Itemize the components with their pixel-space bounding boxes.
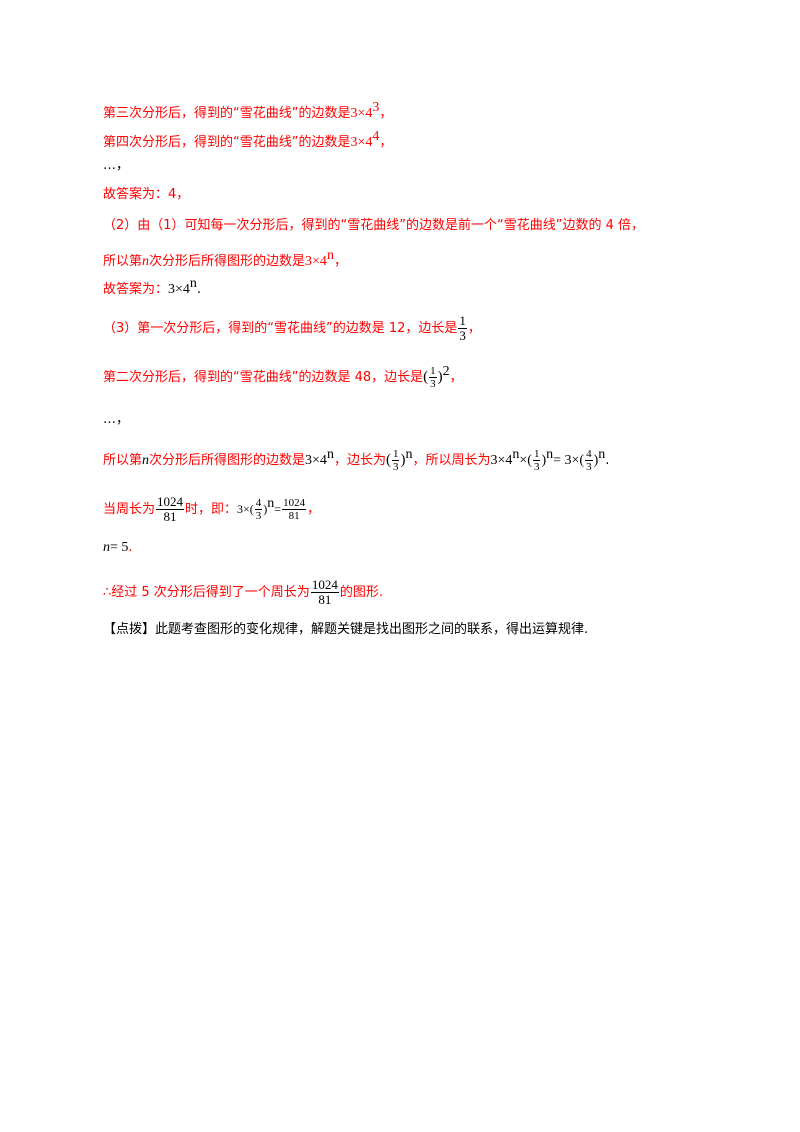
line-third-fractal: 第三次分形后，得到的“雪花曲线”的边数是3×43，	[103, 100, 393, 121]
line-ellipsis-2: …，	[103, 412, 130, 427]
line-ellipsis-1: …，	[103, 158, 130, 173]
line-answer-1: 故答案为：4，	[103, 187, 190, 202]
line-tip: 【点拨】此题考查图形的变化规律，解题关键是找出图形之间的联系，得出运算规律.	[103, 622, 589, 637]
line-nth-edges: 所以第n次分形后所得图形的边数是3×4n，	[103, 248, 347, 269]
line-fourth-fractal: 第四次分形后，得到的“雪花曲线”的边数是3×44，	[103, 129, 393, 150]
line-n-equals-5: n= 5.	[103, 540, 133, 555]
line-part-2: （2）由（1）可知每一次分形后，得到的“雪花曲线”的边数是前一个“雪花曲线”边数…	[103, 218, 645, 233]
line-answer-2: 故答案为：3×4n.	[103, 276, 202, 297]
